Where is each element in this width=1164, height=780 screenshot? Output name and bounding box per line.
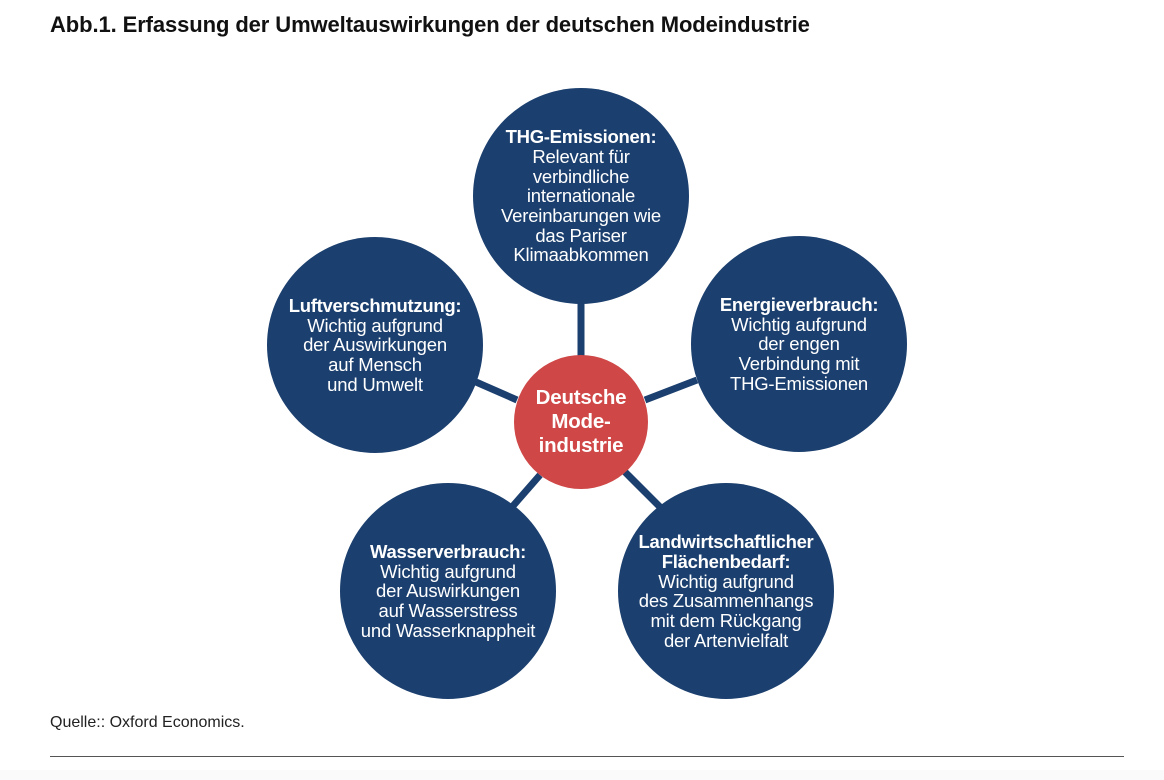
connector-bottom-right xyxy=(622,469,663,510)
node-thg-emissionen: THG-Emissionen: Relevant für verbindlich… xyxy=(473,88,689,304)
node-heading: Wasserverbrauch: xyxy=(370,540,526,562)
node-heading: THG-Emissionen: xyxy=(505,126,657,148)
connector-bottom-left xyxy=(509,472,543,510)
figure-title: Abb.1. Erfassung der Umweltauswirkungen … xyxy=(50,12,810,37)
connector-right xyxy=(643,376,699,404)
node-energieverbrauch: Energieverbrauch: Wichtig aufgrund der e… xyxy=(691,236,907,452)
source-note: Quelle:: Oxford Economics. xyxy=(50,714,245,731)
node-body: Relevant für verbindliche internationale… xyxy=(501,146,661,266)
node-body: Wichtig aufgrund der Auswirkungen auf Me… xyxy=(303,314,447,395)
hub-deutsche-modeindustrie: Deutsche Mode- industrie xyxy=(514,355,648,489)
connector-left xyxy=(474,378,519,404)
node-body: Wichtig aufgrund der engen Verbindung mi… xyxy=(729,313,869,394)
node-body: Wichtig aufgrund des Zusammenhangs mit d… xyxy=(638,570,814,651)
node-landwirtschaftlicher-flaechenbedarf: Landwirtschaftlicher Flächenbedarf: Wich… xyxy=(618,483,834,699)
bottom-divider xyxy=(50,756,1124,757)
node-heading: Energieverbrauch: xyxy=(719,293,879,315)
node-heading: Landwirtschaftlicher Flächenbedarf: xyxy=(638,530,814,572)
node-luftverschmutzung: Luftverschmutzung: Wichtig aufgrund der … xyxy=(267,237,483,453)
node-body: Wichtig aufgrund der Auswirkungen auf Wa… xyxy=(360,560,536,641)
page-bottom-edge xyxy=(0,770,1164,780)
node-wasserverbrauch: Wasserverbrauch: Wichtig aufgrund der Au… xyxy=(340,483,556,699)
node-heading: Luftverschmutzung: xyxy=(288,294,462,316)
